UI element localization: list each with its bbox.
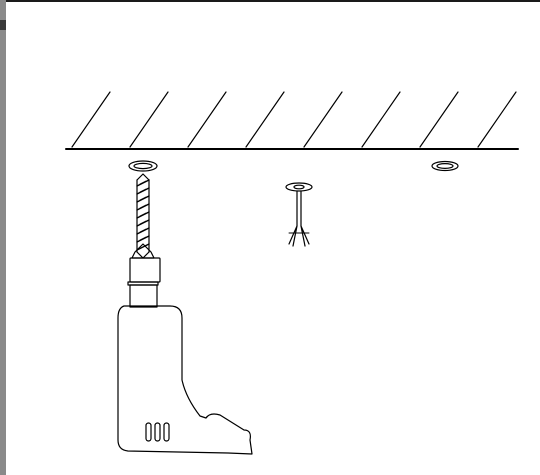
expansion-anchor-icon <box>285 182 313 247</box>
window-left-notch <box>0 20 6 30</box>
window-left-border <box>0 0 6 475</box>
power-drill-icon <box>117 243 253 455</box>
mounting-hole-icon <box>431 160 459 172</box>
drilled-hole-icon <box>128 160 158 172</box>
ceiling-surface-icon <box>65 91 519 150</box>
window-top-border <box>0 0 540 2</box>
drill-bit-icon <box>136 173 150 259</box>
